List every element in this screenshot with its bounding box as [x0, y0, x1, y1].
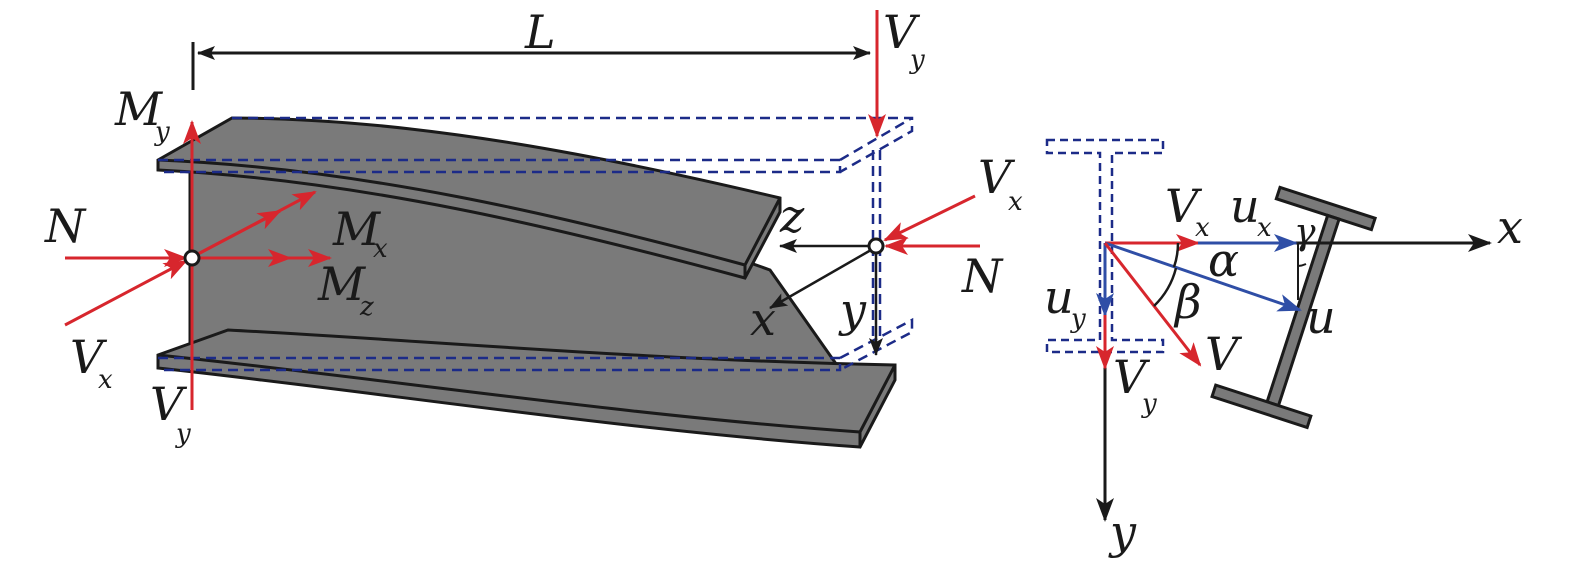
Mx-label: M — [332, 202, 382, 256]
svg-text:x: x — [1195, 213, 1210, 243]
sec-u-arrow — [1104, 241, 1302, 312]
Vx-right-arrow — [883, 194, 976, 242]
sec-Vy-label: V — [1113, 350, 1151, 404]
svg-text:x: x — [1008, 187, 1023, 217]
Vy-left-label: V — [150, 377, 188, 431]
alpha-label: α — [1208, 233, 1239, 287]
y-axis-local-label: y — [838, 283, 867, 337]
N-right-label: N — [961, 249, 1004, 303]
svg-text:y: y — [1070, 304, 1086, 334]
alpha-arc — [1172, 242, 1180, 268]
svg-text:y: y — [909, 45, 925, 75]
sec-V-label: V — [1205, 327, 1243, 381]
svg-text:x: x — [98, 365, 113, 395]
right-node — [867, 237, 885, 255]
svg-text:y: y — [154, 117, 170, 147]
z-axis-label: z — [779, 189, 805, 243]
right-end — [769, 10, 980, 356]
length-label: L — [524, 5, 556, 59]
beta-arc — [1153, 267, 1178, 307]
sec-ux-label: u — [1230, 179, 1260, 233]
cross-section-rotated — [1210, 185, 1378, 430]
Vx-left-arrow — [64, 259, 188, 327]
svg-text:y: y — [175, 419, 191, 449]
gamma-label: γ — [1294, 212, 1316, 253]
x-axis-local-label: x — [750, 292, 776, 346]
N-left-label: N — [44, 199, 87, 253]
length-dimension: L — [191, 5, 871, 90]
left-node — [183, 249, 201, 267]
sec-V-arrow — [1103, 242, 1202, 367]
sec-x-label: x — [1497, 200, 1523, 254]
svg-text:y: y — [1141, 389, 1157, 419]
sec-u-label: u — [1306, 290, 1336, 344]
x-axis-local-arrow — [769, 248, 872, 310]
Vy-top-label: V — [883, 5, 921, 59]
Vx-left-label: V — [70, 330, 108, 384]
deformed-beam — [156, 116, 897, 449]
svg-text:z: z — [359, 292, 374, 322]
My-label: M — [114, 82, 164, 136]
Mz-label: M — [317, 257, 367, 311]
beta-label: β — [1173, 275, 1202, 329]
sec-uy-label: u — [1044, 270, 1074, 324]
sec-y-label: y — [1108, 505, 1137, 559]
cross-section-undeformed — [1045, 138, 1165, 354]
svg-text:x: x — [373, 234, 388, 264]
svg-text:x: x — [1257, 213, 1272, 243]
Vx-right-label: V — [978, 150, 1016, 204]
sec-Vx-label: V — [1165, 179, 1203, 233]
